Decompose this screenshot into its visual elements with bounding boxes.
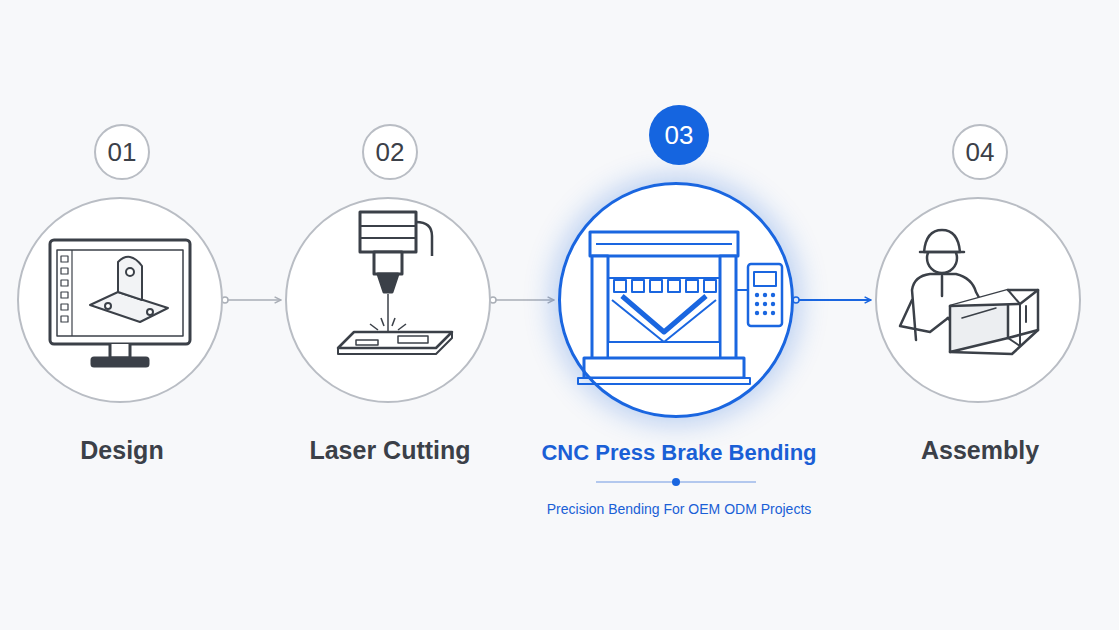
circle-fill [876,198,1080,402]
step-number: 03 [665,120,694,151]
step-badge: 02 [362,124,418,180]
circle-fill [559,183,793,417]
process-circle: 02Laser Cutting [285,197,491,403]
step-title: Design [80,436,163,465]
process-circle: 03CNC Press Brake BendingPrecision Bendi… [558,182,794,418]
step-badge: 03 [649,105,709,165]
flow-arrow [490,297,554,303]
monitor-icon [50,240,190,366]
worker-icon [900,230,1038,354]
circle-fill [286,198,490,402]
step-title: CNC Press Brake Bending [541,440,816,466]
step-number: 04 [966,137,995,168]
title-underline [596,478,756,486]
step-number: 02 [376,137,405,168]
press-brake-icon [578,232,782,384]
flow-arrow [793,297,871,303]
circle-fill [18,198,222,402]
step-badge: 04 [952,124,1008,180]
process-circle: 01Design [17,197,223,403]
step-subtitle: Precision Bending For OEM ODM Projects [547,501,812,517]
process-circle: 04Assembly [875,197,1081,403]
step-title: Assembly [921,436,1039,465]
step-number: 01 [108,137,137,168]
step-badge: 01 [94,124,150,180]
laser-cutter-icon [338,212,452,354]
step-title: Laser Cutting [309,436,470,465]
flow-arrow [222,297,281,303]
